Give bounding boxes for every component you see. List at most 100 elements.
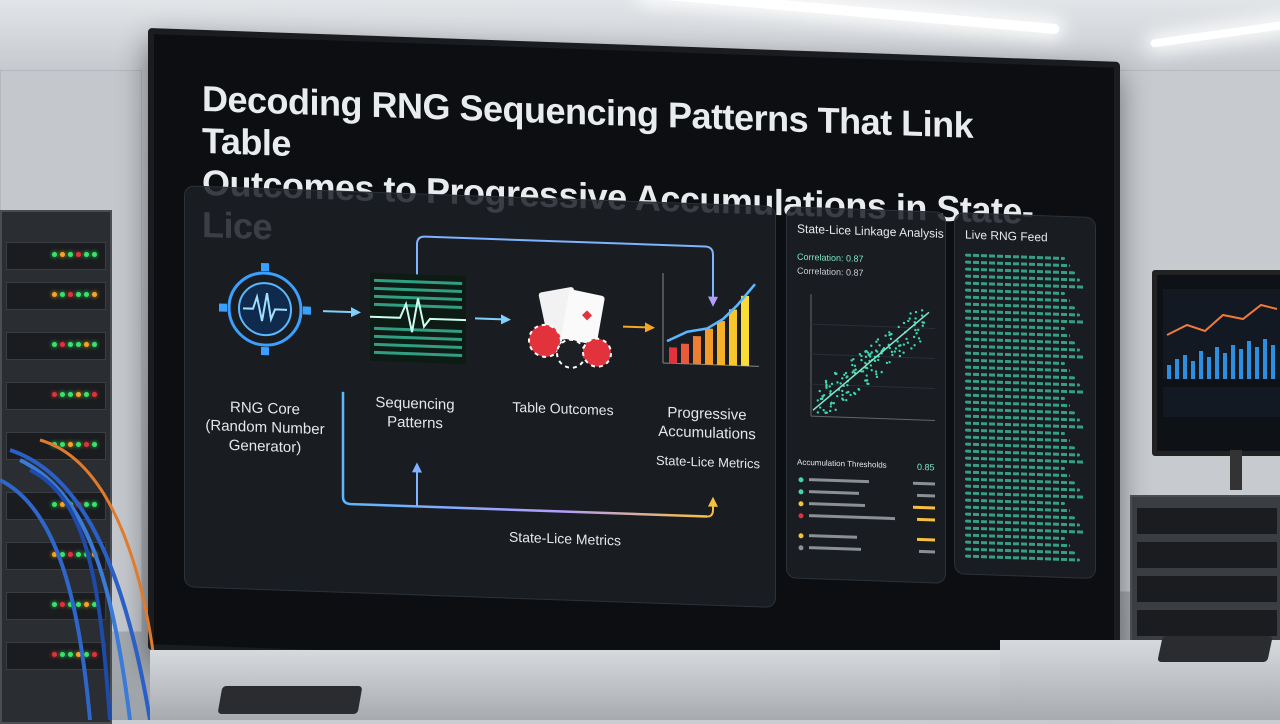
feed-line: [965, 393, 1065, 401]
status-led: [60, 392, 65, 397]
side-monitor-dashboard: [1163, 289, 1280, 417]
thresholds-title: Accumulation Thresholds: [797, 457, 887, 470]
feed-line: [965, 400, 1070, 408]
scatter-point: [836, 394, 839, 398]
scatter-point: [869, 364, 873, 367]
feed-line: [965, 407, 1075, 415]
scatter-point: [917, 328, 920, 331]
status-led: [68, 392, 73, 397]
scatter-point: [864, 361, 867, 365]
scatter-point: [854, 368, 857, 371]
status-led: [76, 442, 81, 447]
scatter-point: [864, 350, 867, 353]
scatter-point: [888, 333, 891, 337]
feed-line: [965, 540, 1070, 548]
scatter-point: [891, 353, 894, 357]
scatter-point: [898, 354, 902, 358]
scatter-point: [890, 332, 893, 336]
scatter-point: [865, 379, 868, 382]
feed-line: [965, 491, 1085, 499]
scatter-point: [822, 408, 825, 412]
flow-diagram-graphics: [219, 235, 759, 518]
rack-unit: [1136, 575, 1278, 603]
scatter-point: [830, 401, 833, 404]
feed-stream: [955, 213, 1095, 562]
rng-core-label: RNG Core (Random Number Generator): [195, 397, 335, 459]
feed-line: [965, 316, 1085, 324]
status-led: [84, 292, 89, 297]
rack-unit: [1136, 507, 1278, 535]
feed-line: [965, 456, 1085, 464]
scatter-point: [833, 371, 837, 375]
scatter-point: [864, 355, 868, 359]
scatter-point: [851, 363, 854, 367]
scatter-point: [858, 352, 862, 356]
status-led: [92, 292, 97, 297]
scatter-point: [912, 335, 916, 339]
status-led: [68, 652, 73, 657]
rack-unit: [6, 592, 106, 620]
feed-line: [965, 421, 1085, 429]
feed-line: [965, 379, 1080, 387]
scatter-point: [829, 405, 832, 408]
sequencing-label-line-2: Patterns: [387, 413, 443, 433]
scatter-point: [888, 331, 891, 334]
feed-line: [965, 358, 1065, 366]
status-led: [84, 342, 89, 347]
status-led: [52, 392, 57, 397]
scatter-point: [880, 370, 883, 374]
correlation-scatter-plot: [810, 294, 935, 421]
feed-line: [965, 323, 1065, 331]
status-led: [68, 442, 73, 447]
status-led: [60, 442, 65, 447]
scatter-point: [857, 387, 860, 391]
scatter-point: [906, 341, 910, 344]
feed-line: [965, 554, 1080, 562]
status-led: [52, 502, 57, 507]
scatter-point: [873, 359, 877, 363]
scatter-point: [852, 358, 855, 361]
side-monitor: [1152, 270, 1280, 456]
scatter-point: [888, 346, 892, 350]
feed-line: [965, 505, 1070, 513]
feed-line: [965, 386, 1085, 394]
scatter-point: [920, 314, 924, 317]
feed-line: [965, 365, 1070, 373]
status-led: [76, 552, 81, 557]
scatter-point: [915, 332, 918, 335]
scatter-point: [893, 350, 897, 353]
scatter-point: [861, 370, 865, 373]
scatter-point: [830, 382, 834, 386]
scatter-point: [914, 310, 918, 314]
feed-line: [965, 309, 1080, 317]
scatter-point: [828, 385, 831, 388]
live-rng-feed-panel: Live RNG Feed: [954, 212, 1096, 580]
scatter-point: [844, 371, 848, 375]
scatter-point: [877, 358, 880, 362]
scatter-point: [860, 358, 863, 362]
rack-unit: [6, 282, 106, 310]
scatter-point: [907, 319, 910, 323]
scatter-point: [897, 325, 900, 329]
scatter-point: [868, 355, 872, 358]
sequencing-label-line-1: Sequencing: [375, 393, 455, 414]
thresholds-legend: [798, 477, 935, 554]
scatter-point: [874, 349, 878, 352]
scatter-point: [876, 338, 880, 341]
status-led: [52, 342, 57, 347]
scatter-point: [920, 309, 924, 312]
status-led: [68, 602, 73, 607]
feed-line: [965, 288, 1065, 296]
status-led: [84, 442, 89, 447]
correlation-line-2: Correlation: 0.87: [797, 265, 864, 278]
status-led: [76, 652, 81, 657]
status-led: [60, 552, 65, 557]
main-display-screen: Decoding RNG Sequencing Patterns That Li…: [148, 28, 1120, 684]
scatter-point: [896, 340, 899, 343]
flow-diagram-panel: RNG Core (Random Number Generator) Seque…: [184, 185, 776, 608]
status-led: [92, 502, 97, 507]
rack-unit: [1136, 609, 1278, 637]
feed-line: [965, 463, 1065, 471]
scatter-point: [865, 374, 868, 377]
feed-line: [965, 533, 1065, 541]
